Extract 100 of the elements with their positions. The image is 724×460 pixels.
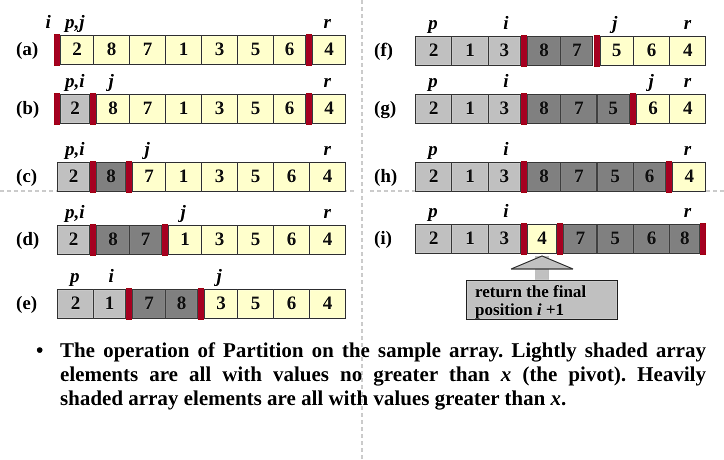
pointer-label: i	[503, 72, 509, 92]
array-cell: 8	[526, 36, 562, 66]
pointer-label: p	[70, 267, 80, 287]
array-cell: 4	[672, 162, 706, 192]
pointer-label: j	[108, 72, 114, 92]
array-cell: 7	[129, 225, 162, 255]
array-cell: 1	[165, 162, 202, 192]
row-label: (a)	[16, 40, 38, 60]
array-cell: 8	[93, 35, 130, 65]
pointer-label: p,i	[65, 203, 85, 223]
block-arrow	[510, 255, 574, 280]
pointer-label: p	[428, 202, 438, 222]
pointer-label: r	[324, 13, 331, 33]
array-cell: 1	[168, 225, 202, 255]
array-cell: 2	[57, 225, 90, 255]
callout-box: return the final position i +1	[466, 280, 618, 320]
array-cell: 3	[488, 36, 521, 66]
array-cell: 6	[273, 94, 306, 124]
array-cell: 4	[669, 94, 706, 124]
pointer-label: i	[503, 14, 509, 34]
array-cell: 8	[165, 289, 198, 319]
array-cell: 7	[560, 36, 594, 66]
bullet-mark: •	[36, 338, 44, 362]
array-cell: 5	[237, 35, 274, 65]
array-cell: 4	[669, 36, 706, 66]
array-cell: 2	[415, 36, 452, 66]
pointer-label: j	[216, 267, 222, 287]
array-cell: 7	[132, 289, 166, 319]
array-cell: 5	[237, 225, 274, 255]
pointer-label: j	[612, 14, 618, 34]
array-cell: 3	[201, 94, 238, 124]
array-cell: 3	[204, 289, 238, 319]
array-cell: 5	[596, 162, 634, 192]
array-cell: 5	[237, 162, 274, 192]
array-cell: 3	[201, 162, 238, 192]
array-cell: 6	[632, 36, 670, 66]
array-cell: 7	[129, 35, 166, 65]
pointer-label: r	[684, 140, 692, 160]
pointer-label: r	[684, 72, 692, 92]
array-cell: 3	[488, 162, 521, 192]
array-cell: 4	[526, 224, 558, 254]
array-cell: 2	[60, 94, 90, 124]
pointer-label: p	[428, 140, 438, 160]
array-cell: 2	[57, 289, 94, 319]
pointer-label: p,i	[65, 72, 85, 92]
pointer-label: j	[144, 140, 150, 160]
array-cell: 7	[563, 224, 598, 254]
array-cell: 2	[60, 35, 94, 65]
array-cell: 5	[600, 36, 634, 66]
caption-text: The operation of Partition on the sample array. Lightly shaded array elements are all with values no greater than x (the pivot). Heavily shaded array elements are all with values greater than x.	[60, 338, 706, 410]
array-cell: 2	[415, 162, 452, 192]
array-cell: 3	[201, 35, 238, 65]
array-cell: 2	[415, 224, 452, 254]
array-cell: 7	[560, 94, 598, 124]
pointer-label: p,j	[65, 13, 85, 33]
array-cell: 1	[451, 94, 489, 124]
array-cell: 6	[273, 289, 310, 319]
array-cell: 7	[560, 162, 598, 192]
array-cell: 5	[237, 94, 274, 124]
row-label: (g)	[374, 99, 396, 119]
row-label: (c)	[16, 167, 38, 187]
array-cell: 7	[132, 162, 166, 192]
array-cell: 2	[415, 94, 452, 124]
array-cell: 6	[273, 35, 306, 65]
array-cell: 8	[669, 224, 700, 254]
pointer-label: i	[46, 13, 51, 33]
array-cell: 3	[488, 224, 521, 254]
array-cell: 8	[526, 94, 562, 124]
array-cell: 8	[96, 162, 126, 192]
array-cell: 2	[57, 162, 90, 192]
row-label: (d)	[16, 230, 40, 250]
pointer-label: r	[324, 72, 331, 92]
pointer-label: r	[324, 203, 331, 223]
row-label: (e)	[16, 294, 38, 314]
row-label: (b)	[16, 99, 40, 119]
array-cell: 4	[312, 35, 346, 65]
pointer-label: i	[108, 267, 114, 287]
pointer-label: r	[684, 202, 692, 222]
pointer-label: r	[324, 140, 331, 160]
pointer-label: j	[180, 203, 186, 223]
array-cell: 1	[165, 35, 202, 65]
pointer-label: i	[503, 140, 509, 160]
array-cell: 6	[273, 225, 310, 255]
array-cell: 5	[596, 224, 634, 254]
array-cell: 8	[96, 225, 130, 255]
array-cell: 4	[309, 289, 346, 319]
array-cell: 6	[636, 94, 670, 124]
pointer-label: i	[503, 202, 509, 222]
pointer-label: j	[648, 72, 654, 92]
row-label: (f)	[374, 41, 393, 61]
array-cell: 4	[309, 162, 346, 192]
array-cell: 5	[596, 94, 630, 124]
array-cell: 3	[201, 225, 238, 255]
pointer-label: p	[428, 72, 438, 92]
array-cell: 1	[93, 289, 126, 319]
array-cell: 5	[237, 289, 274, 319]
array-cell: 4	[312, 94, 346, 124]
array-cell: 1	[165, 94, 202, 124]
pointer-label: r	[684, 14, 692, 34]
array-cell: 7	[129, 94, 166, 124]
